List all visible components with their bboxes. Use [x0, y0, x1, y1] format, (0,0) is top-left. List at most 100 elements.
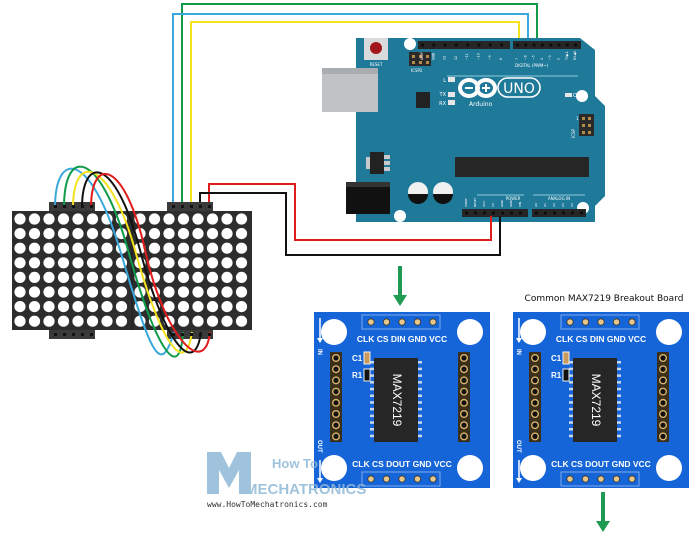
matrix-led [163, 213, 175, 225]
wire-black-loop [81, 171, 202, 354]
matrix-led [43, 286, 55, 298]
matrix-led [86, 301, 99, 313]
matrix-led [235, 213, 248, 225]
pin-pad [429, 475, 437, 483]
side-header-pin [658, 354, 667, 363]
pin-pad [367, 475, 375, 483]
matrix-led [72, 271, 84, 283]
wire-red-power [208, 183, 492, 241]
pin [63, 333, 66, 336]
matrix-led [192, 242, 204, 254]
side-header-pin [332, 421, 341, 430]
chip-lead [569, 374, 573, 377]
header-pin [553, 211, 556, 215]
matrix-led [14, 242, 26, 254]
matrix-led [43, 228, 55, 240]
header-pin [549, 43, 553, 47]
chip-label: MAX7219 [589, 374, 603, 427]
max7219-chip [573, 358, 617, 442]
side-header-pin [332, 365, 341, 374]
pin-pad [398, 318, 406, 326]
pin-label: GND [500, 199, 504, 207]
arrow-down-1 [393, 266, 407, 306]
matrix-led [221, 213, 233, 225]
pin-pad [581, 475, 590, 483]
chip-lead [617, 381, 621, 384]
pin-pad [566, 475, 574, 483]
pin-pad [612, 475, 621, 483]
in-label: IN [515, 349, 521, 355]
side-header-pin [658, 432, 667, 441]
matrix-led [177, 315, 190, 327]
pin-label: 12 [454, 56, 458, 60]
uno-badge [497, 77, 541, 98]
side-header-pin [531, 365, 540, 374]
c1-label: C1 [551, 354, 562, 363]
matrix-led [206, 271, 219, 283]
matrix-led [177, 271, 190, 283]
matrix-led [86, 228, 99, 240]
model-label: UNO [503, 81, 535, 97]
chip-lead [418, 428, 422, 431]
pin-label: A5 [579, 203, 583, 207]
matrix-led [72, 315, 84, 327]
out-arrow-head [317, 478, 323, 483]
matrix-led [163, 228, 175, 240]
matrix-led [57, 315, 70, 327]
side-header-pin [459, 354, 468, 363]
matrix-led [14, 257, 26, 269]
chip-lead [370, 381, 374, 384]
chip-lead [569, 407, 573, 411]
power-label: POWER [506, 196, 521, 201]
matrix-led [206, 213, 219, 225]
matrix-led [57, 213, 70, 225]
pin-label: 2 [557, 58, 561, 60]
matrix-led [177, 286, 190, 298]
matrix-led [221, 286, 233, 298]
matrix-led [57, 228, 70, 240]
icsp-header: 1 ICSP [571, 114, 594, 138]
pin-label: IOREF [464, 198, 468, 207]
matrix-led [192, 301, 204, 313]
chip-lead [569, 434, 573, 438]
matrix-led [86, 286, 99, 298]
mount-hole [394, 210, 406, 222]
side-header-pin [658, 398, 667, 407]
matrix-led [177, 213, 190, 225]
chip-lead [418, 401, 422, 404]
pin-label: AREF [420, 52, 424, 60]
reset-button-cap[interactable] [370, 42, 382, 54]
chip-lead [617, 374, 621, 377]
led-on-label: ON [573, 93, 581, 99]
matrix-led [86, 271, 99, 283]
in-label: IN [316, 349, 322, 355]
pin-pad [413, 318, 422, 326]
reset-label: RESET [370, 62, 383, 67]
resistor-r1 [562, 368, 570, 382]
matrix-led [28, 257, 41, 269]
matrix-led [235, 271, 248, 283]
chip-lead [370, 414, 374, 418]
icsp-label: ICSP [571, 128, 576, 138]
pin-label: A0 [534, 203, 538, 207]
pin-pad [597, 475, 605, 483]
side-header-pin [459, 376, 468, 385]
header-block [532, 209, 586, 217]
chip-lead [617, 387, 621, 391]
matrix-led [163, 286, 175, 298]
mount-hole [457, 319, 483, 345]
chip-lead [617, 367, 621, 371]
top-wires [172, 3, 538, 208]
matrix-led [235, 242, 248, 254]
matrix-led [72, 213, 84, 225]
header-pin [501, 211, 504, 215]
chip-lead [569, 401, 573, 404]
c1-label: C1 [352, 354, 363, 363]
mount-hole [656, 455, 682, 481]
side-header [330, 352, 342, 442]
matrix-led [14, 213, 26, 225]
header-pin [562, 211, 565, 215]
